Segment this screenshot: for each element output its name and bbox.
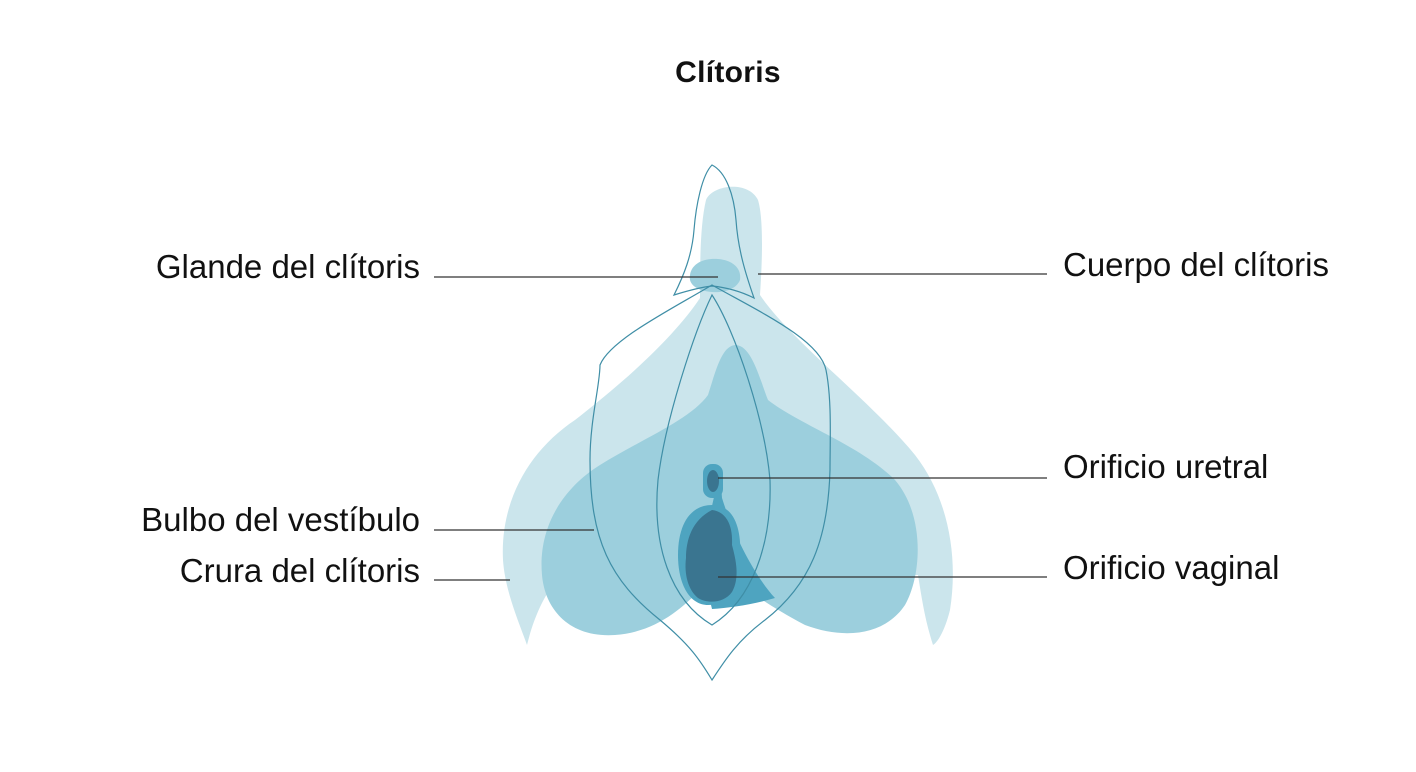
label-bulbo: Bulbo del vestíbulo: [141, 501, 420, 538]
glans-shape: [689, 258, 741, 293]
vaginal-orifice-inner: [685, 510, 737, 602]
label-glande: Glande del clítoris: [155, 248, 420, 285]
label-uretral: Orificio uretral: [1063, 448, 1269, 485]
diagram-title: Clítoris: [675, 56, 781, 89]
label-vaginal: Orificio vaginal: [1063, 549, 1280, 586]
label-crura: Crura del clítoris: [179, 552, 420, 589]
labia-minora-outline: [656, 293, 771, 626]
clitoral-hood-outline: [672, 164, 756, 300]
urethral-orifice-inner: [707, 470, 719, 492]
bulbs-shape: [541, 345, 918, 636]
label-cuerpo: Cuerpo del clítoris: [1063, 246, 1329, 283]
